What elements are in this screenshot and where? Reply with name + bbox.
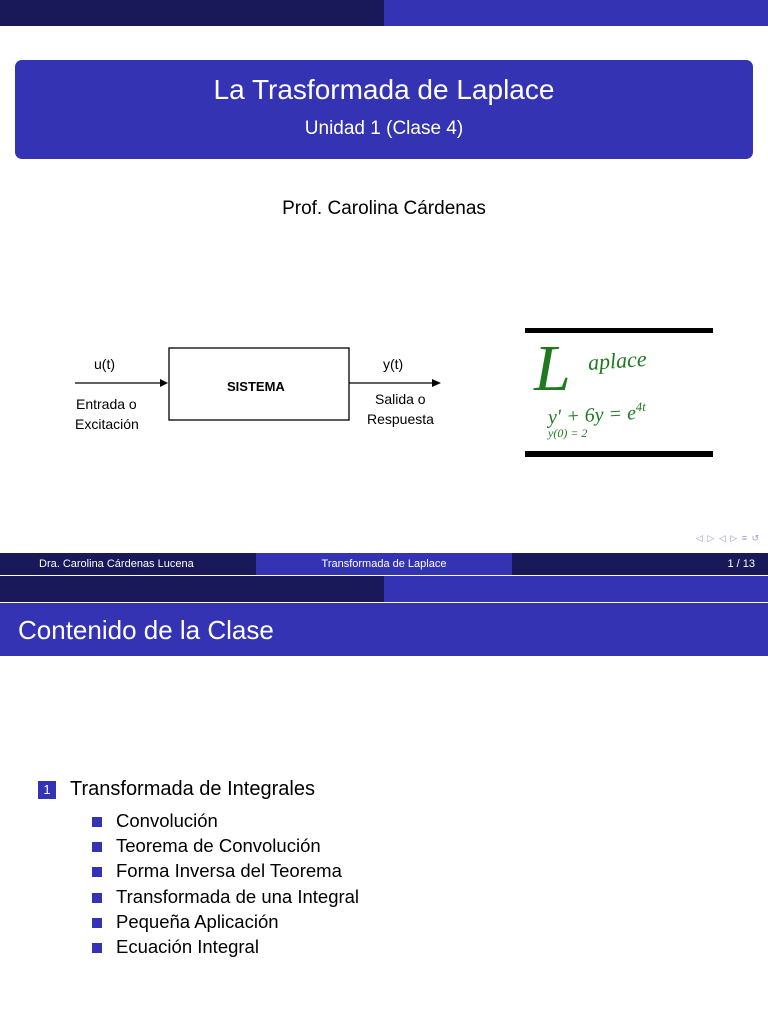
logo-letter: L — [534, 332, 571, 405]
block-diagram-graphic — [75, 347, 441, 421]
footer-author: Dra. Carolina Cárdenas Lucena — [39, 558, 194, 570]
footer-page-cell: 1 / 13 — [512, 553, 768, 575]
header-strip-right — [384, 0, 768, 26]
toc-section[interactable]: 1 Transformada de Integrales — [38, 778, 315, 801]
footer-topic: Transformada de Laplace — [321, 558, 447, 570]
square-bullet-icon — [92, 817, 102, 827]
header-strip-left — [0, 576, 384, 602]
footer-topic-cell: Transformada de Laplace — [256, 553, 512, 575]
block-diagram: u(t) Entrada o Excitación SISTEMA y(t) S… — [70, 340, 470, 440]
toc-section-number: 1 — [38, 780, 56, 799]
toc-subsection[interactable]: Pequeña Aplicación — [92, 909, 359, 934]
title-box: La Trasformada de Laplace Unidad 1 (Clas… — [15, 60, 753, 159]
footer: Dra. Carolina Cárdenas Lucena Transforma… — [0, 553, 768, 575]
square-bullet-icon — [92, 943, 102, 954]
author-name: Prof. Carolina Cárdenas — [282, 198, 486, 219]
footer-author-cell: Dra. Carolina Cárdenas Lucena — [0, 553, 256, 575]
footer-page-number: 1 / 13 — [727, 558, 755, 570]
output-label-line1: Salida o — [375, 391, 426, 407]
output-signal-label: y(t) — [383, 356, 404, 372]
square-bullet-icon — [92, 892, 102, 903]
system-label: SISTEMA — [227, 379, 285, 394]
laplace-logo: L aplace y′ + 6y = e4t y(0) = 2 — [522, 326, 714, 460]
beamer-nav-symbols[interactable]: ◁ ▷ ◁ ▷ ≡ ↺ — [696, 533, 760, 543]
logo-word: aplace — [587, 345, 648, 375]
output-label-line2: Respuesta — [367, 411, 434, 427]
slide-2: Contenido de la Clase 1 Transformada de I… — [0, 576, 768, 1024]
toc-subsection-label: Teorema de Convolución — [116, 835, 321, 857]
input-label-line1: Entrada o — [76, 396, 137, 412]
header-strip-left — [0, 0, 384, 26]
toc-subsection-label: Forma Inversa del Teorema — [116, 860, 342, 882]
square-bullet-icon — [92, 842, 102, 853]
toc-subsection[interactable]: Ecuación Integral — [92, 934, 359, 959]
logo-equation-exponent: 4t — [635, 398, 647, 415]
toc-subsection[interactable]: Convolución — [92, 808, 359, 833]
toc-subsection-label: Transformada de una Integral — [116, 885, 360, 907]
frame-title: Contenido de la Clase — [18, 615, 274, 645]
logo-bottom-bar — [525, 451, 713, 457]
square-bullet-icon — [92, 917, 102, 928]
logo-equation-main: y′ + 6y = e — [547, 402, 637, 429]
toc-subsection[interactable]: Teorema de Convolución — [92, 833, 359, 858]
toc-subsection[interactable]: Transformada de una Integral — [92, 884, 359, 909]
toc-section-title: Transformada de Integrales — [70, 778, 315, 800]
input-signal-label: u(t) — [94, 356, 115, 372]
slide-title: La Trasformada de Laplace — [213, 74, 555, 105]
toc-subsection-label: Ecuación Integral — [116, 936, 259, 958]
logo-top-bar — [525, 328, 713, 333]
toc-subsection-label: Pequeña Aplicación — [116, 910, 279, 932]
toc-subsection-list: Convolución Teorema de Convolución Forma… — [92, 808, 359, 959]
toc-subsection[interactable]: Forma Inversa del Teorema — [92, 858, 359, 883]
slide-1: La Trasformada de Laplace Unidad 1 (Clas… — [0, 0, 768, 575]
header-strip-right — [384, 576, 768, 602]
logo-initial-condition: y(0) = 2 — [548, 426, 588, 440]
input-label-line2: Excitación — [75, 416, 139, 432]
square-bullet-icon — [92, 867, 102, 878]
frame-title-bar: Contenido de la Clase — [0, 603, 768, 656]
slide-subtitle: Unidad 1 (Clase 4) — [304, 118, 464, 139]
toc-subsection-label: Convolución — [116, 810, 218, 831]
